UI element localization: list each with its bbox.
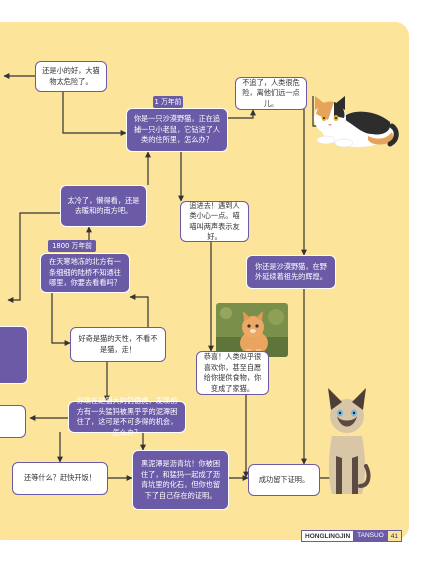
story-box-9: 恭喜！人类似乎很喜欢你，甚至自愿给你提供食物，你变成了家猫。 xyxy=(196,351,269,395)
era-tag-18000000: 1800 万年前 xyxy=(48,240,96,252)
arrow-b8-b6 xyxy=(129,294,149,327)
page-footer: HONGLINGJIN TANSUO 41 xyxy=(301,530,402,542)
arrow-b4-b6 xyxy=(7,212,60,303)
footer-brand: HONGLINGJIN xyxy=(301,530,355,542)
story-box-1: 还是小的好，大猫物太危险了。 xyxy=(35,61,107,92)
story-box-5: 追进去！遇到人类小心一点。喵喵叫两声表示友好。 xyxy=(180,201,249,242)
story-box-2: 不追了，人类很危险，离他们远一点儿。 xyxy=(235,77,307,110)
arrow-b3-b2 xyxy=(228,109,256,119)
footer-page-number: 41 xyxy=(386,530,402,542)
partial-box-left-1 xyxy=(0,326,28,384)
arrow-b6-b8 xyxy=(51,293,71,346)
arrow-b1-b3 xyxy=(62,92,127,136)
story-box-8: 好奇是猫的天性，不看不是猫，走！ xyxy=(70,327,166,362)
calico-cat-illustration xyxy=(314,96,399,148)
story-box-11: 还等什么？赶快开饭！ xyxy=(12,462,108,495)
story-box-7: 你还是沙漠野猫，在野外延续着祖先的辉煌。 xyxy=(246,255,336,289)
story-box-10: 你现在是猫大的仍徳虎，发现前方有一头猛犸被黑乎乎的泥潭困住了，这可是不可多得的机… xyxy=(68,396,186,437)
siamese-cat-illustration xyxy=(328,388,371,494)
kitten-photo xyxy=(216,303,288,357)
era-tag-10000: 1 万年前 xyxy=(153,96,183,108)
footer-section: TANSUO xyxy=(354,530,387,542)
story-box-4: 太冷了，懒得看，还是去暖和的南方吧。 xyxy=(60,185,147,227)
story-box-6: 在天寒地冻的北方有一条细细的陆桥不知通往哪里，你要去看看吗？ xyxy=(40,253,130,293)
story-box-3: 你是一只沙漠野猫，正在追捕一只小老鼠，它钻进了人类的住所里，怎么办？ xyxy=(126,108,228,152)
partial-box-left-2 xyxy=(0,405,26,438)
story-box-13: 成功留下证明。 xyxy=(248,464,320,496)
story-box-12: 黑泥潭是沥青坑！你被困住了，和猛犸一起成了沥青坑里的化石，但你也留下了自己存在的… xyxy=(132,450,229,510)
